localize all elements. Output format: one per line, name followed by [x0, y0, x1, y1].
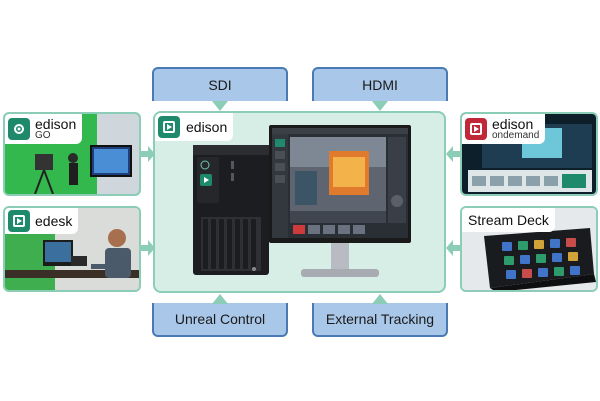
edison-ondemand-tag: edison ondemand — [462, 114, 546, 144]
stream-deck-brand: Stream Deck — [468, 212, 549, 228]
external-tracking-text: External Tracking — [325, 311, 435, 327]
arrow-hdmi-to-hub — [372, 101, 388, 111]
edison-go-sub: GO — [35, 130, 51, 141]
external-tracking-label: External Tracking — [312, 303, 448, 337]
hdmi-label: HDMI — [312, 67, 448, 101]
arrow-ondemand-to-hub — [446, 146, 460, 162]
edison-logo-icon — [158, 116, 180, 138]
gear-logo-icon — [8, 118, 30, 140]
monitor-image — [269, 125, 411, 277]
edison-ondemand-brand: edison — [492, 116, 534, 132]
edison-hub: edison — [153, 111, 446, 293]
edison-go-tile: edison GO — [3, 112, 141, 196]
edesk-logo-icon — [8, 210, 30, 232]
sdi-label: SDI — [152, 67, 288, 101]
arrow-stream-deck-to-hub — [446, 240, 460, 256]
stream-deck-tile: Stream Deck — [460, 206, 598, 292]
workstation-tower-image — [193, 145, 269, 275]
edison-go-brand: edison — [35, 116, 77, 132]
unreal-control-label: Unreal Control — [152, 303, 288, 337]
stream-deck-tag: Stream Deck — [462, 208, 555, 232]
arrow-edison-go-to-hub — [141, 146, 155, 162]
edesk-tile: edesk — [3, 206, 141, 292]
hdmi-text: HDMI — [362, 77, 398, 93]
hub-brand-tag: edison — [155, 113, 234, 141]
edison-ondemand-sub: ondemand — [492, 130, 540, 141]
unreal-control-text: Unreal Control — [174, 311, 266, 327]
edesk-tag: edesk — [5, 208, 79, 234]
edison-go-tag: edison GO — [5, 114, 83, 144]
arrow-unreal-control-to-hub — [212, 294, 228, 304]
arrow-edesk-to-hub — [141, 240, 155, 256]
hub-brand: edison — [186, 119, 228, 135]
ondemand-logo-icon — [465, 118, 487, 140]
sdi-text: SDI — [208, 77, 232, 93]
arrow-sdi-to-hub — [212, 101, 228, 111]
edison-ondemand-tile: edison ondemand — [460, 112, 598, 196]
arrow-external-tracking-to-hub — [372, 294, 388, 304]
edesk-brand: edesk — [35, 213, 73, 229]
